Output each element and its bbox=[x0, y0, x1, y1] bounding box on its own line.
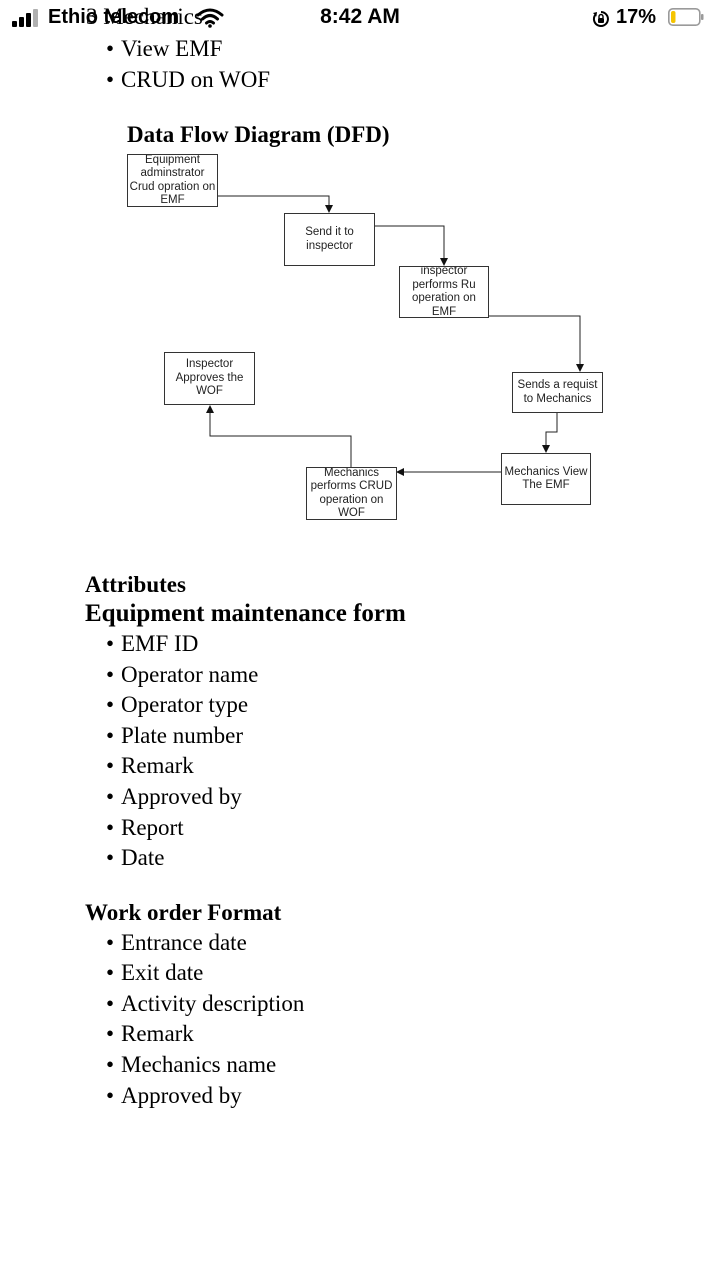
dfd-node-inspector-ru: inspector performs Ru operation on EMF bbox=[399, 266, 489, 318]
list-item: •EMF ID bbox=[106, 631, 199, 656]
flow-arrow-crud-to-approve bbox=[206, 405, 352, 467]
partial-list-item: 3 Mechanics bbox=[86, 4, 203, 29]
list-item: •Operator type bbox=[106, 692, 249, 717]
list-item: •Entrance date bbox=[106, 930, 247, 955]
list-item: •Operator name bbox=[106, 662, 259, 687]
dfd-node-inspector-approves: Inspector Approves the WOF bbox=[164, 352, 255, 405]
cellular-signal-icon bbox=[12, 9, 42, 27]
dfd-node-send-to-inspector: Send it to inspector bbox=[284, 213, 375, 266]
wifi-icon bbox=[196, 8, 224, 28]
list-item: •Remark bbox=[106, 1021, 194, 1046]
status-bar: Ethio telecom 8:42 AM 17% bbox=[0, 0, 720, 36]
battery-icon bbox=[668, 8, 704, 26]
dfd-title: Data Flow Diagram (DFD) bbox=[127, 122, 390, 147]
dfd-connectors bbox=[206, 195, 584, 476]
flow-arrow-request-to-view bbox=[542, 412, 558, 453]
list-item: •Plate number bbox=[106, 723, 243, 748]
flow-arrow-send-to-inspector bbox=[375, 225, 448, 266]
list-item: •Approved by bbox=[106, 1083, 242, 1108]
list-item: •View EMF bbox=[106, 36, 223, 61]
dfd-node-equipment-admin: Equipment adminstrator Crud opration on … bbox=[127, 154, 218, 207]
wof-heading: Work order Format bbox=[85, 900, 282, 925]
clock: 8:42 AM bbox=[320, 5, 400, 28]
data-flow-diagram: Equipment adminstrator Crud opration on … bbox=[0, 0, 720, 560]
list-item: •Exit date bbox=[106, 960, 204, 985]
dfd-node-sends-request: Sends a requist to Mechanics bbox=[512, 372, 603, 413]
dfd-node-mechanics-crud: Mechanics performs CRUD operation on WOF bbox=[306, 467, 397, 520]
battery-percentage: 17% bbox=[616, 6, 657, 28]
list-item: •Date bbox=[106, 845, 165, 870]
list-item: •Remark bbox=[106, 753, 194, 778]
dfd-node-mechanics-view: Mechanics View The EMF bbox=[501, 453, 591, 505]
list-item: •Mechanics name bbox=[106, 1052, 277, 1077]
orientation-lock-icon bbox=[592, 11, 609, 27]
emf-heading: Equipment maintenance form bbox=[85, 600, 406, 627]
list-item: •Activity description bbox=[106, 991, 305, 1016]
list-item: •CRUD on WOF bbox=[106, 67, 271, 92]
attributes-heading: Attributes bbox=[85, 572, 186, 597]
list-item: •Approved by bbox=[106, 784, 242, 809]
flow-arrow-admin-to-send bbox=[218, 195, 333, 213]
carrier-name: Ethio telecom bbox=[48, 6, 180, 28]
list-item: •Report bbox=[106, 815, 184, 840]
flow-arrow-inspector-to-request bbox=[489, 315, 584, 372]
